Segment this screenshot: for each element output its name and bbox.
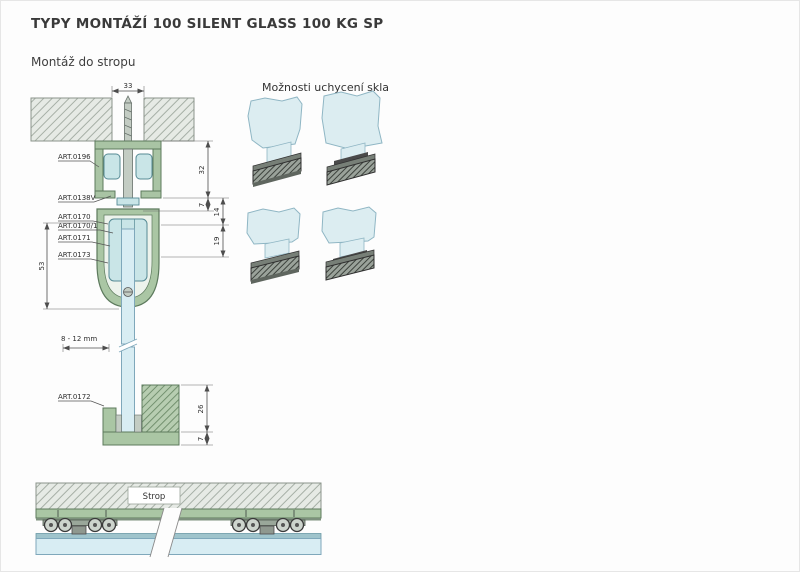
label-art0171: ART.0171	[58, 234, 91, 242]
dim-7-bottom-text: 7	[197, 437, 205, 441]
dim-53-text: 53	[38, 262, 46, 271]
dim-14-text: 14	[213, 207, 221, 216]
section-title-glass-options: Možnosti uchycení skla	[262, 81, 390, 94]
glass-mounting-options	[246, 90, 383, 284]
dim-clamp-height: 53	[38, 222, 119, 310]
dim-32-text: 32	[198, 166, 206, 175]
glass-option-1	[247, 96, 303, 187]
floor-guide	[102, 384, 180, 446]
ceiling-mount-drawing: 33	[30, 82, 229, 446]
ceiling-section	[30, 97, 195, 142]
label-art0196: ART.0196	[58, 153, 91, 161]
glass-option-4	[321, 206, 377, 281]
section-title-ceiling-mount: Montáž do stropu	[31, 55, 136, 69]
glass-break-symbol	[119, 339, 137, 352]
roller-trolley	[103, 148, 153, 208]
track-profile	[94, 140, 162, 199]
label-art0172: ART.0172	[58, 393, 91, 401]
glass-pane	[118, 228, 138, 433]
roller-trolley-side-2	[230, 517, 306, 535]
dim-track-width-text: 33	[124, 82, 133, 90]
label-art0173: ART.0173	[58, 251, 91, 259]
dim-floor-guide: 26 7	[181, 384, 213, 446]
glass-panel-side-view	[35, 538, 322, 555]
side-view-assembly: Strop	[35, 482, 322, 558]
label-art0170: ART.0170	[58, 213, 91, 221]
roller-trolley-side-1	[42, 517, 118, 535]
strop-label-box: Strop	[127, 486, 181, 505]
break-symbol	[149, 507, 183, 558]
dim-7-top-text: 7	[198, 203, 206, 207]
dim-19-text: 19	[213, 237, 221, 246]
dim-26-text: 26	[197, 404, 205, 413]
strop-label: Strop	[143, 492, 166, 502]
dim-track-width: 33	[111, 82, 145, 97]
dim-floor-gap-text: 8 - 12 mm	[61, 335, 97, 343]
page-title: TYPY MONTÁŽÍ 100 SILENT GLASS 100 KG SP	[31, 16, 384, 32]
dim-chain-right: 32 7 14 19	[143, 140, 229, 258]
glass-option-3	[246, 207, 301, 284]
part-labels: ART.0196 ART.0138V ART.0170 ART.0170/1 A…	[58, 153, 114, 407]
glass-option-2	[321, 90, 383, 186]
label-art0138v: ART.0138V	[58, 194, 96, 202]
label-art0170-1: ART.0170/1	[58, 222, 97, 230]
dim-floor-gap: 8 - 12 mm	[61, 335, 110, 352]
